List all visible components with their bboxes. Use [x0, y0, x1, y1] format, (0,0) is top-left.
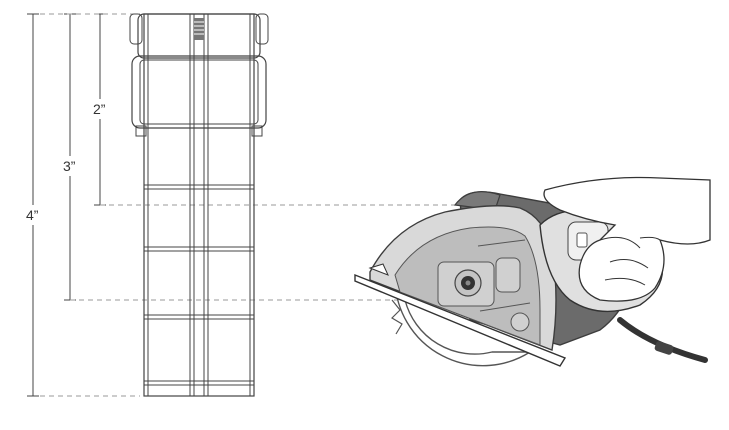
circular-saw-illustration [354, 176, 711, 367]
saw-blade [394, 281, 533, 367]
dimension-label-3in: 3” [63, 158, 76, 174]
dimension-label-2in: 2” [93, 101, 106, 117]
lumber-stack [129, 13, 269, 397]
power-cord [617, 317, 708, 363]
dimension-label-4in: 4” [26, 207, 39, 223]
reference-lines [40, 13, 530, 397]
saw-base-plate [354, 273, 567, 367]
